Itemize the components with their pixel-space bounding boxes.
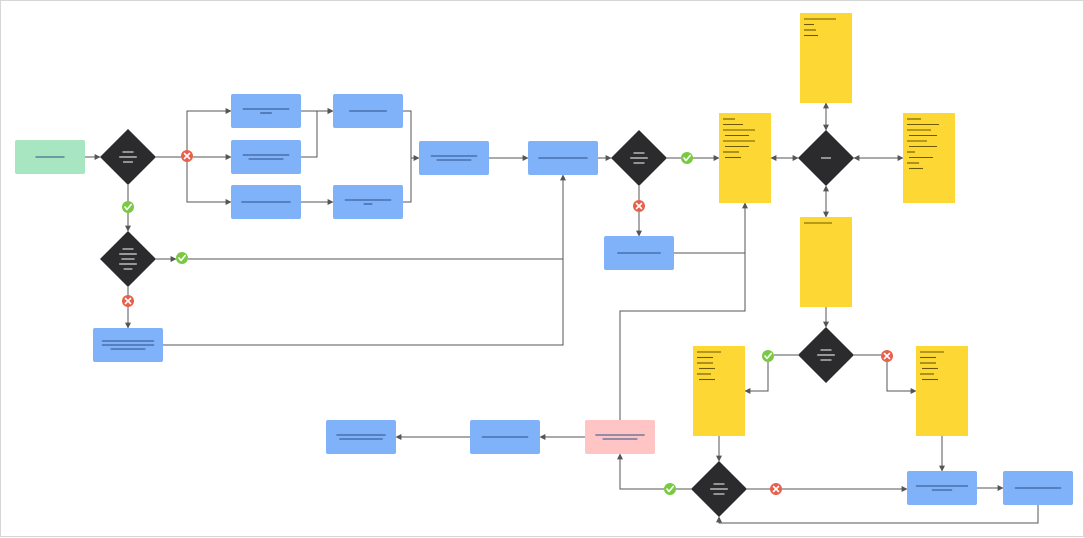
decision-node-d5[interactable] [798,327,854,383]
x-circle-icon-b10 [770,483,782,495]
process-node-p_r6b[interactable] [1003,471,1073,505]
process-node-p_bot_b[interactable] [333,185,403,219]
process-node-p_low_left[interactable] [326,420,396,454]
note-node-note_top[interactable] [800,13,852,103]
process-node-p_top_a[interactable] [231,94,301,128]
note-node-note_main[interactable] [719,113,771,203]
connector-midA-to-topB [301,108,334,158]
connector-pr6b-loop-d6 [716,505,1039,524]
check-circle-icon-b2 [122,201,134,213]
note-node-note_right[interactable] [903,113,955,203]
x-circle-icon-b4 [122,295,134,307]
connector-pred-to-note [619,253,746,420]
connector-pleft-to-center [163,259,564,346]
process-node-p_r6a[interactable] [907,471,977,505]
check-circle-icon-b3 [176,252,188,264]
decision-node-d2[interactable] [100,231,156,287]
decision-node-d1[interactable] [100,129,156,185]
start-node-start[interactable] [15,140,85,174]
connector-split-top [186,108,232,151]
connector-botB-to-merge [403,158,412,203]
note-node-note_r5[interactable] [916,346,968,436]
x-circle-icon-b6 [633,200,645,212]
connector-yes9-to-pred [617,453,664,490]
process-node-p_merge[interactable] [419,141,489,175]
process-node-p_top_b[interactable] [333,94,403,128]
connector-pno3-to-note [674,202,748,254]
note-node-note_bottom[interactable] [800,217,852,307]
connector-no8-to-noter5 [886,362,917,394]
check-circle-icon-b9 [664,483,676,495]
decision-node-d3[interactable] [611,130,667,186]
process-node-p_mid_a[interactable] [231,140,301,174]
connector-split-bot [186,162,232,205]
connector-topB-to-merge [403,110,420,161]
connector-yes7-to-notel5 [744,362,769,394]
x-circle-icon-b8 [881,350,893,362]
process-node-p_bot_a[interactable] [231,185,301,219]
check-circle-icon-b5 [681,152,693,164]
process-node-p_low_mid[interactable] [470,420,540,454]
decision-node-d6[interactable] [691,461,747,517]
process-node-p_center[interactable] [528,141,598,175]
decision-node-d_hub[interactable] [798,130,854,186]
check-circle-icon-b7 [762,350,774,362]
terminal-node-p_red[interactable] [585,420,655,454]
process-node-p_no3[interactable] [604,236,674,270]
note-node-note_l5[interactable] [693,346,745,436]
process-node-p_left_bottom[interactable] [93,328,163,362]
x-circle-icon-b1 [181,150,193,162]
